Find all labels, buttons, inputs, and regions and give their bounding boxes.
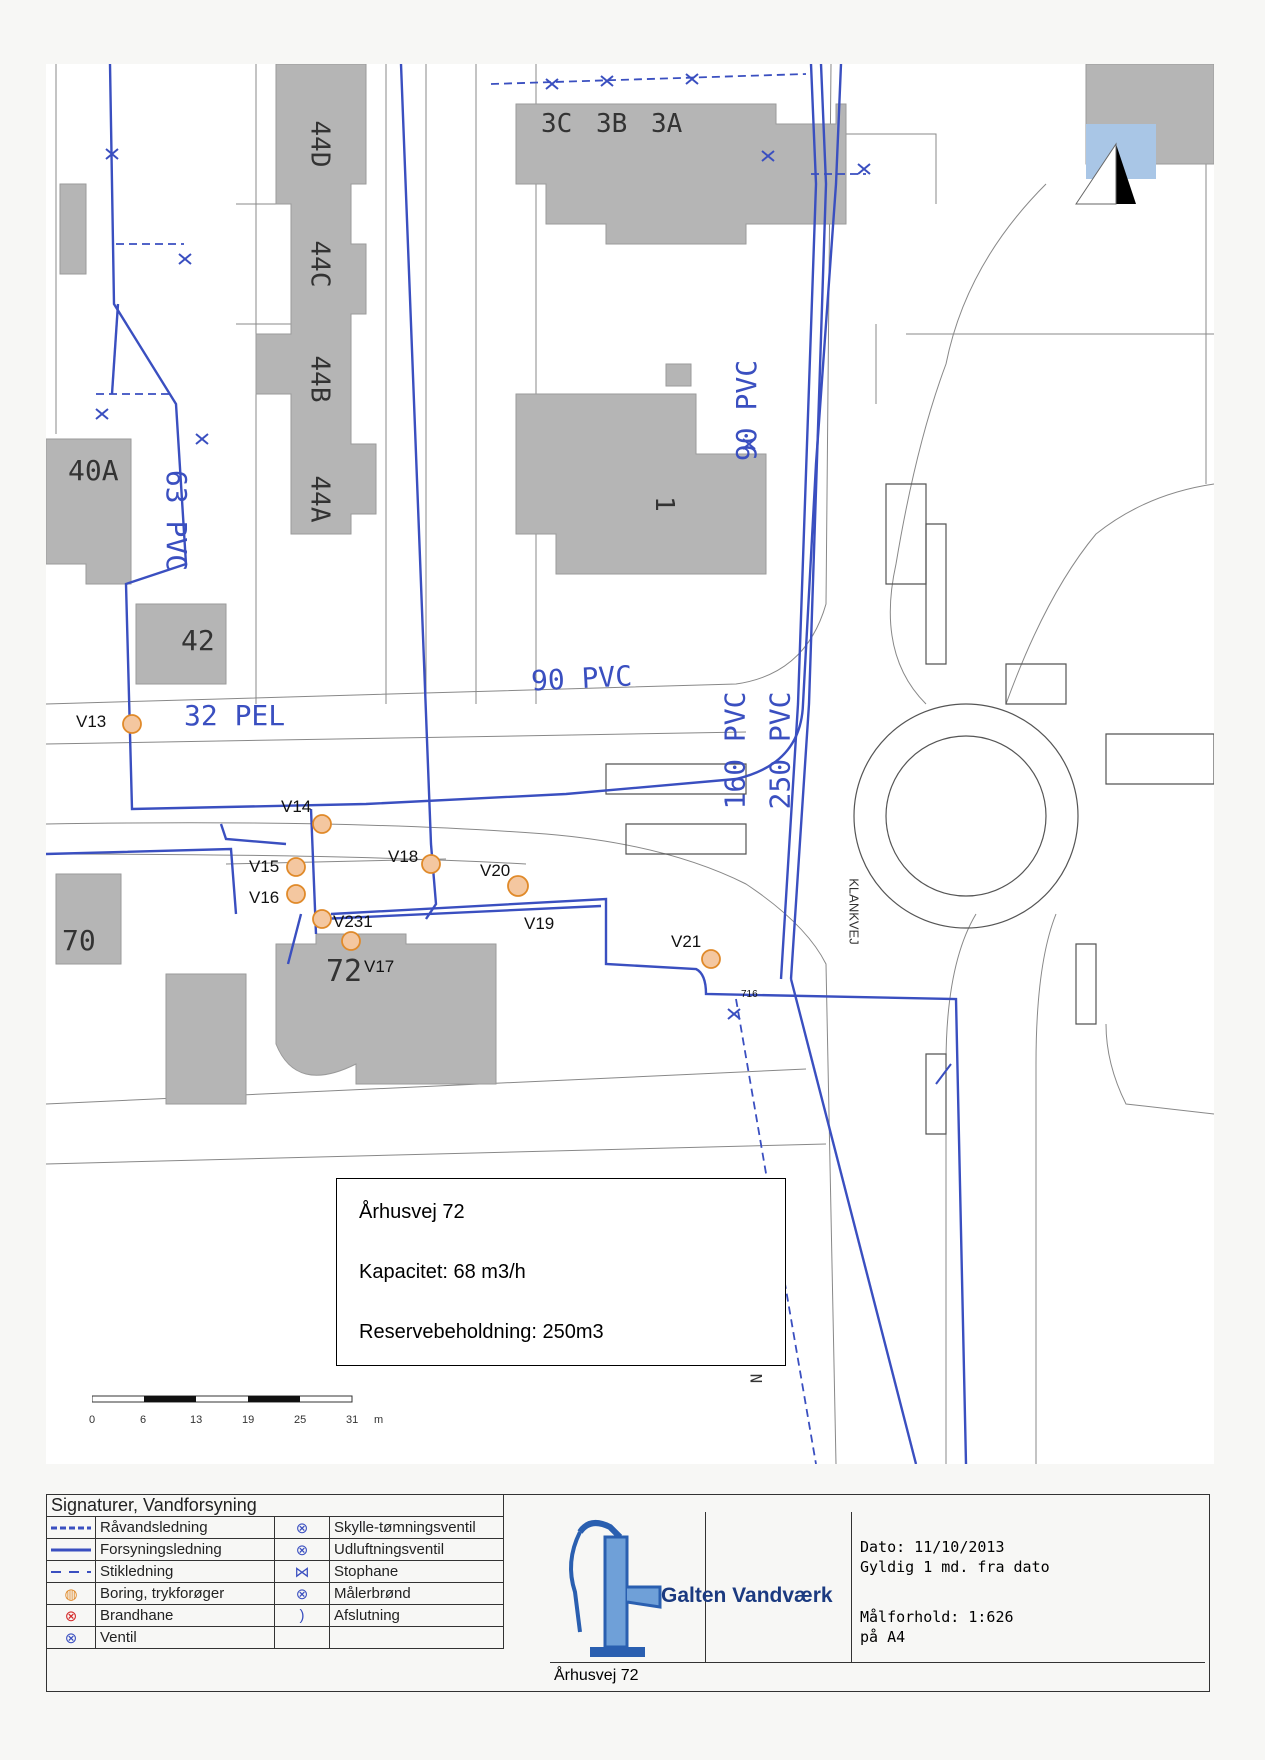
scale-tick: 25 — [294, 1414, 307, 1426]
scale-tick: 0 — [89, 1414, 96, 1426]
footer-address-text: Århusvej 72 — [554, 1667, 639, 1684]
roundabout — [605, 483, 1214, 1135]
legend-item: Skylle-tømningsventil — [329, 1516, 504, 1539]
legend-item: Stikledning — [95, 1560, 275, 1583]
hydrant-icon: ⊗ — [46, 1604, 96, 1627]
legend-item: Forsyningsledning — [95, 1538, 275, 1561]
meter-well-icon: ⊗ — [274, 1582, 330, 1605]
scale-bar-graphic — [91, 1395, 353, 1403]
booster-icon: ◍ — [46, 1582, 96, 1605]
legend-item: Brandhane — [95, 1604, 275, 1627]
building-label: 72 — [326, 954, 363, 989]
info-address: Århusvej 72 — [359, 1201, 465, 1223]
road-name: KLANKVEJ — [846, 878, 862, 945]
valve-label: V14 — [281, 797, 312, 816]
building-label: 44C — [304, 240, 335, 288]
info-capacity: Kapacitet: 68 m3/h — [359, 1261, 526, 1283]
legend-item: Råvandsledning — [95, 1516, 275, 1539]
supply-line-icon — [46, 1538, 96, 1561]
valve-label: V21 — [671, 932, 702, 951]
scale-tick: 6 — [140, 1414, 147, 1426]
map-sheet: 44D 44C 44B 44A 3C 3B 3A 1 40A 42 70 72 … — [46, 64, 1214, 1464]
legend-item: Udluftningsventil — [329, 1538, 504, 1561]
scale-tick: 31 — [346, 1414, 359, 1426]
building-label: 70 — [62, 924, 96, 957]
service-line-icon — [46, 1560, 96, 1583]
validity-text: Gyldig 1 md. fra dato — [860, 1558, 1050, 1576]
building-label: 3A — [651, 109, 683, 139]
valve-label: V19 — [524, 914, 555, 933]
building-label: 40A — [68, 454, 119, 487]
legend-item: Boring, trykforøger — [95, 1582, 275, 1605]
info-box: Århusvej 72 Kapacitet: 68 m3/h Reservebe… — [336, 1178, 786, 1366]
supply-pipes — [46, 64, 968, 1464]
building-label: 3C — [541, 109, 573, 139]
valve-icon: ⊗ — [46, 1626, 96, 1649]
paper-text: på A4 — [860, 1628, 906, 1646]
map-canvas[interactable] — [46, 64, 1214, 1464]
air-valve-icon: ⊗ — [274, 1538, 330, 1561]
legend-title: Signaturer, Vandforsyning — [46, 1494, 504, 1517]
scale-unit: m — [374, 1414, 384, 1426]
legend-item: Afslutning — [329, 1604, 504, 1627]
legend-item: Ventil — [95, 1626, 275, 1649]
building-label: 3B — [596, 109, 628, 139]
pipe-label: 32 PEL — [184, 699, 286, 732]
valve-label: V13 — [76, 712, 107, 731]
valve-label: V17 — [364, 957, 395, 976]
valves[interactable] — [122, 714, 721, 969]
legend-table: Signaturer, Vandforsyning Råvandsledning… — [46, 1494, 504, 1649]
north-label: N — [746, 1373, 766, 1384]
pipe-label: 90 PVC — [530, 659, 633, 698]
valve-label: 716 — [741, 989, 758, 1000]
end-cap-icon: ) — [274, 1604, 330, 1627]
stop-valve-icons — [95, 73, 952, 1085]
company-name: Galten Vandværk — [661, 1584, 833, 1607]
valve-label: V231 — [333, 912, 373, 931]
building-label: 44A — [304, 475, 335, 523]
details-box: Dato: 11/10/2013 Gyldig 1 md. fra dato M… — [851, 1512, 1207, 1662]
valve-label: V16 — [249, 888, 280, 907]
stop-valve-icon: ⋈ — [274, 1560, 330, 1583]
logo-box — [550, 1512, 706, 1662]
legend-item: Målerbrønd — [329, 1582, 504, 1605]
date-text: Dato: 11/10/2013 — [860, 1538, 1005, 1556]
scale-bar: 0 6 13 19 25 31 m — [89, 1390, 422, 1440]
water-pump-logo-icon — [569, 1520, 662, 1657]
legend-empty — [329, 1626, 504, 1649]
north-arrow-outline-icon — [1075, 142, 1117, 205]
legend-item: Stophane — [329, 1560, 504, 1583]
scale-tick: 19 — [242, 1414, 255, 1426]
legend-block: Signaturer, Vandforsyning Råvandsledning… — [46, 1494, 1210, 1694]
flush-valve-icon: ⊗ — [274, 1516, 330, 1539]
info-reserve: Reservebeholdning: 250m3 — [359, 1321, 604, 1343]
building-label: 44B — [304, 355, 335, 403]
scale-tick: 13 — [190, 1414, 203, 1426]
valve-label: V15 — [249, 857, 280, 876]
pipe-label: 250 PVC — [763, 691, 797, 810]
building-label: 44D — [304, 120, 335, 168]
valve-label: V20 — [480, 861, 511, 880]
pipe-label: 63 PVC — [160, 469, 194, 572]
pipe-label: 90 PVC — [730, 359, 764, 462]
north-arrow-icon — [1116, 144, 1136, 204]
building-label: 1 — [648, 496, 679, 512]
legend-empty — [274, 1626, 330, 1649]
building-label: 42 — [181, 624, 215, 657]
pipe-label: 160 PVC — [718, 691, 752, 810]
footer-address: Århusvej 72 — [550, 1662, 1205, 1691]
raw-water-line-icon — [46, 1516, 96, 1539]
scale-text: Målforhold: 1:626 — [860, 1608, 1014, 1626]
valve-label: V18 — [388, 847, 419, 866]
buildings — [46, 64, 1214, 1105]
